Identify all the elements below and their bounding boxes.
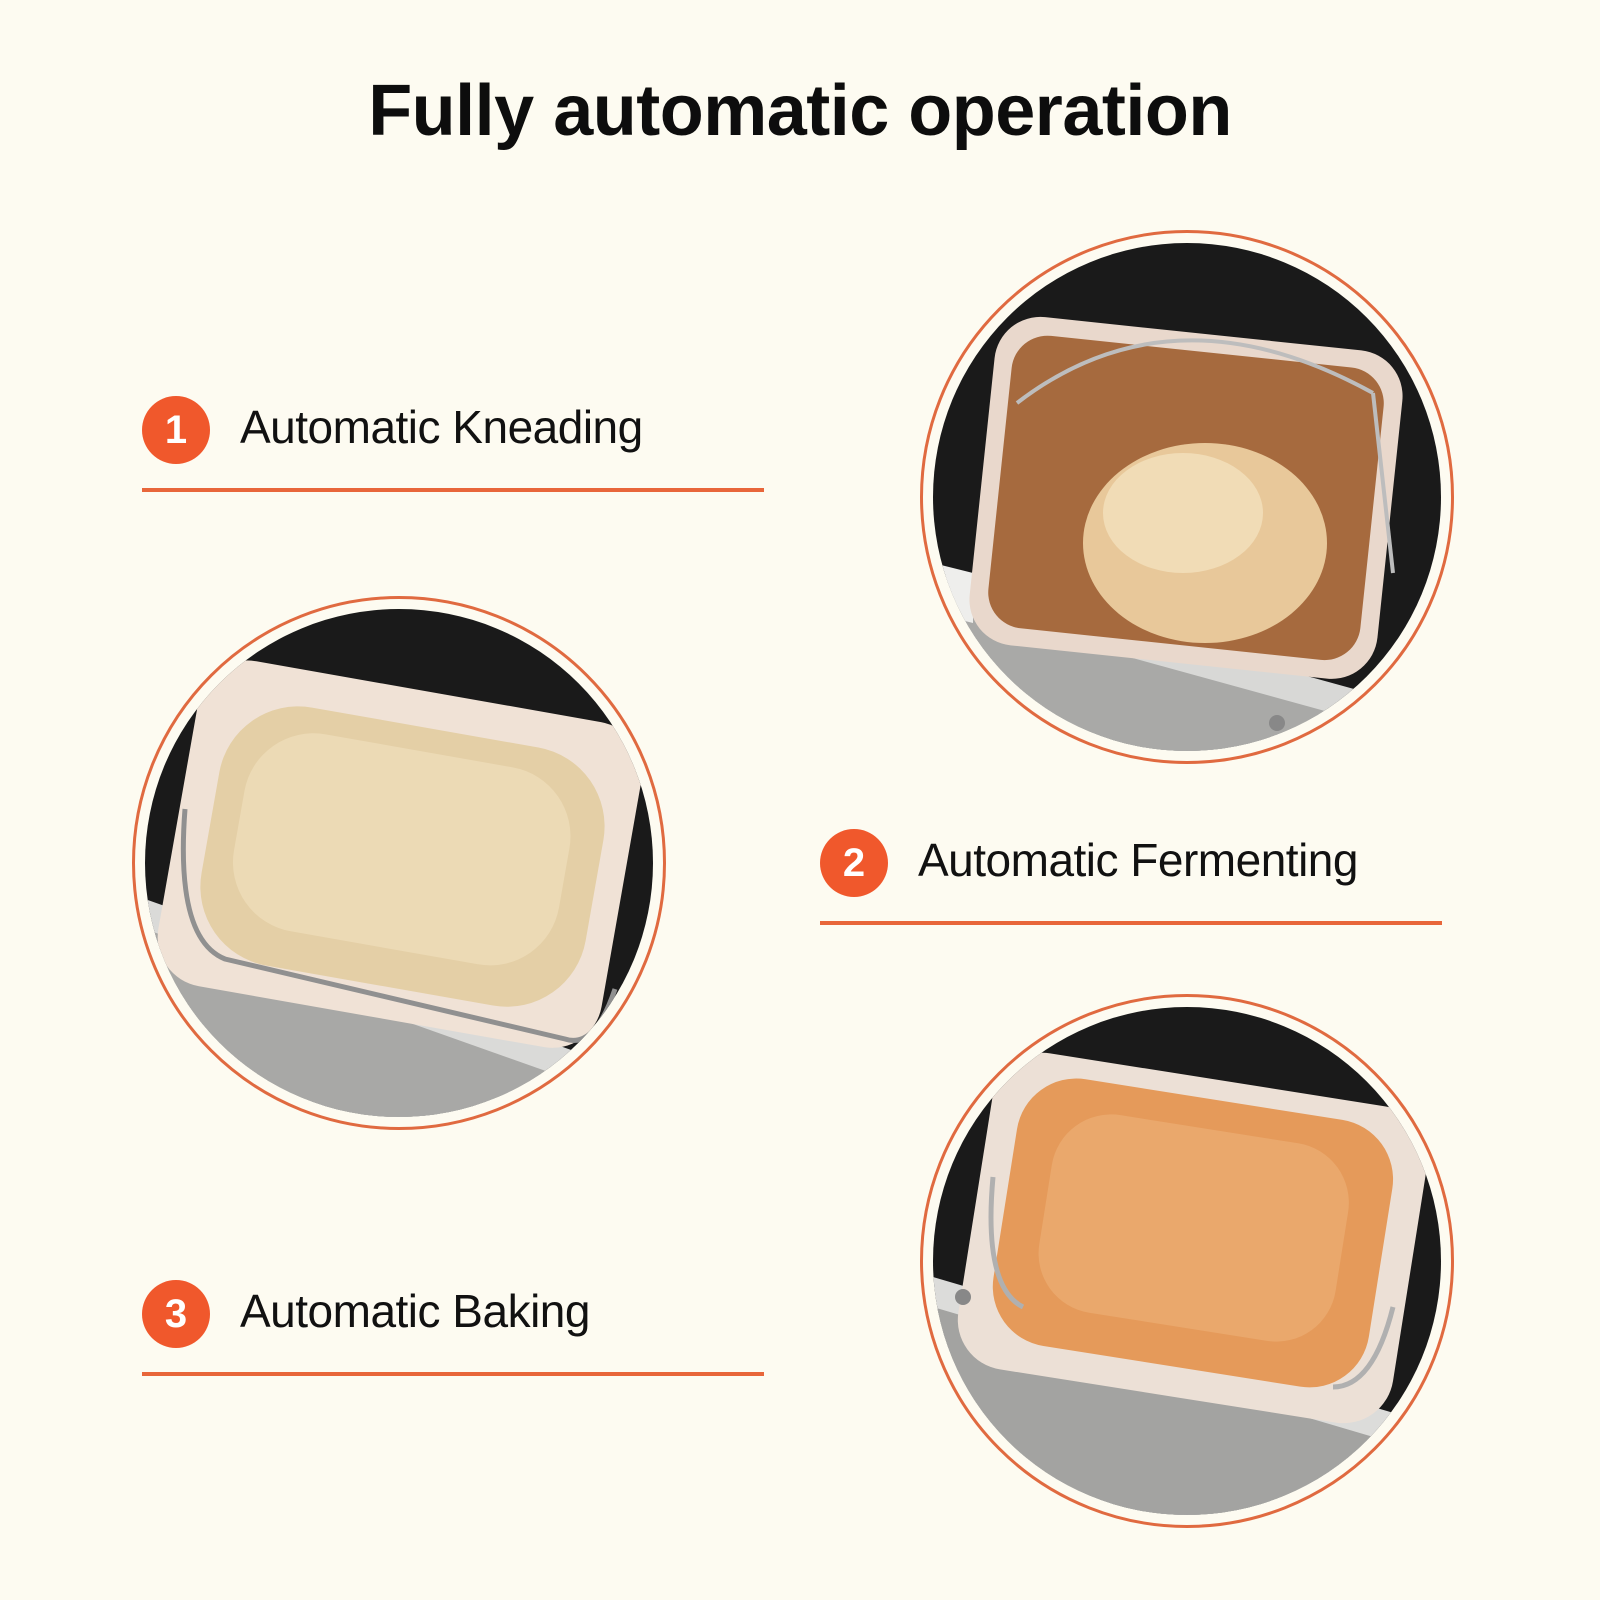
risen-dough-image <box>145 609 653 1117</box>
step-baking: 3 Automatic Baking <box>142 1280 782 1376</box>
dough-ball-image <box>933 243 1441 751</box>
step-kneading: 1 Automatic Kneading <box>142 396 782 492</box>
step-label: Automatic Fermenting <box>918 834 1358 886</box>
divider <box>820 921 1442 925</box>
divider <box>142 488 764 492</box>
page-title: Fully automatic operation <box>368 71 1232 151</box>
step-label: Automatic Kneading <box>240 401 643 453</box>
divider <box>142 1372 764 1376</box>
step-number-badge: 1 <box>142 396 210 464</box>
photo-baked-loaf <box>920 994 1454 1528</box>
step-label: Automatic Baking <box>240 1285 590 1337</box>
step-number-badge: 2 <box>820 829 888 897</box>
step-number-badge: 3 <box>142 1280 210 1348</box>
baked-loaf-image <box>933 1007 1441 1515</box>
photo-risen-dough <box>132 596 666 1130</box>
photo-dough-ball <box>920 230 1454 764</box>
step-fermenting: 2 Automatic Fermenting <box>820 829 1460 925</box>
